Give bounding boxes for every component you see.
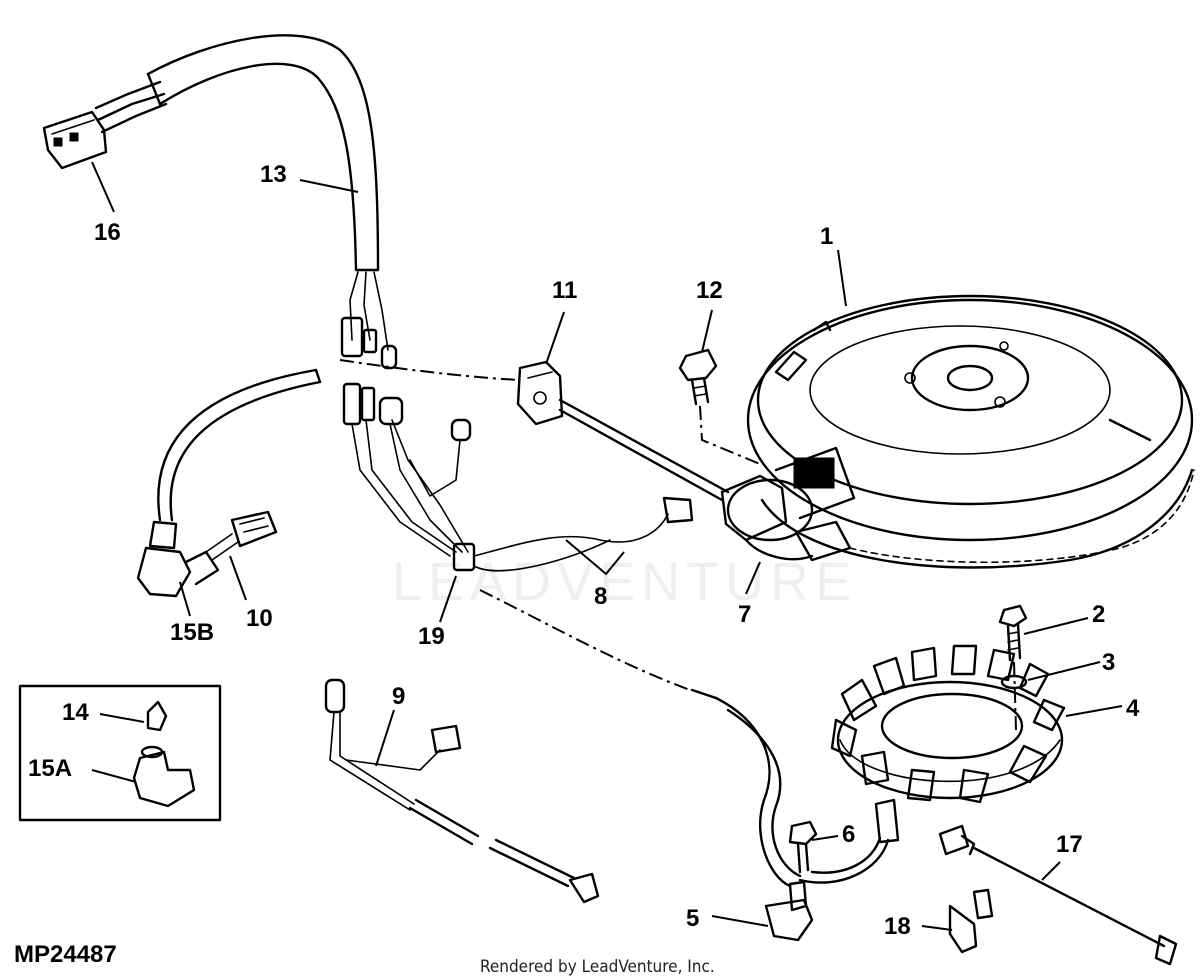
part-1-flywheel <box>746 294 1195 569</box>
part-13-harness <box>146 34 398 370</box>
callout-12: 12 <box>696 277 723 304</box>
ground-wire <box>690 688 900 888</box>
leader-lines <box>91 161 1123 931</box>
part-17-sensor <box>938 824 1178 966</box>
callout-8: 8 <box>594 583 607 610</box>
part-15b-10-plug <box>136 368 322 598</box>
watermark-text: LEADVENTURE <box>392 552 857 612</box>
credit-text: Rendered by LeadVenture, Inc. <box>480 957 715 977</box>
ground-path-line <box>339 359 521 381</box>
callout-15b: 15B <box>170 619 214 646</box>
callout-11: 11 <box>552 277 577 304</box>
part-9-lead <box>324 678 600 904</box>
callout-7: 7 <box>738 601 751 628</box>
callout-5: 5 <box>686 905 699 932</box>
part-4-stator <box>830 644 1066 804</box>
callout-9: 9 <box>392 683 405 710</box>
part-16-connector <box>42 80 168 170</box>
callout-4: 4 <box>1126 695 1140 722</box>
part-7-ignition-coil <box>720 446 856 562</box>
part-6-screw <box>788 820 818 874</box>
harness-path-line <box>479 589 691 691</box>
callout-2: 2 <box>1092 601 1105 628</box>
callout-18: 18 <box>884 913 911 940</box>
harness-wires <box>342 382 694 572</box>
inset-box <box>18 684 222 822</box>
callout-1: 1 <box>820 223 833 250</box>
figure-id: MP24487 <box>14 941 117 968</box>
callouts: 1 2 3 4 5 6 7 8 9 10 11 12 13 14 15A 15B… <box>28 161 1140 940</box>
part-3-washer <box>1000 674 1028 690</box>
callout-13: 13 <box>260 161 287 188</box>
callout-15a: 15A <box>28 755 72 782</box>
callout-14: 14 <box>62 699 89 726</box>
callout-19: 19 <box>418 623 445 650</box>
callout-17: 17 <box>1056 831 1083 858</box>
callout-3: 3 <box>1102 649 1115 676</box>
part-11-bracket <box>516 360 730 502</box>
part-12-bolt <box>678 348 761 465</box>
callout-16: 16 <box>94 219 121 246</box>
part-5-clip <box>764 880 814 942</box>
callout-10: 10 <box>246 605 273 632</box>
part-18-bracket <box>948 888 994 954</box>
callout-6: 6 <box>842 821 855 848</box>
